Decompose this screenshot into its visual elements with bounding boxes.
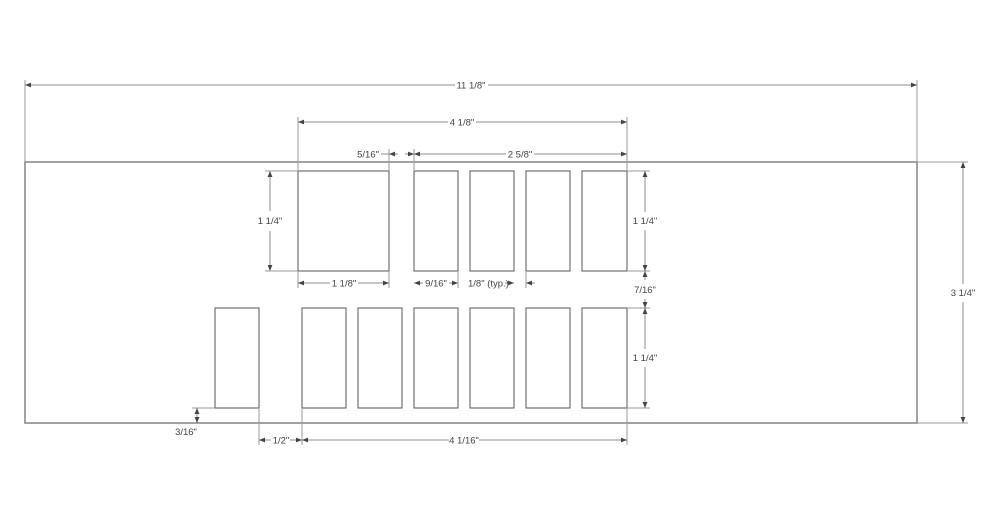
dim-gap-square-slots: 5/16" xyxy=(357,150,414,161)
svg-text:9/16": 9/16" xyxy=(425,279,447,290)
bottom-slot-1 xyxy=(301,307,347,409)
dim-slot-width: 9/16" xyxy=(414,279,458,290)
svg-text:1 1/4": 1 1/4" xyxy=(633,216,658,227)
dim-top-slots-width: 2 5/8" xyxy=(414,150,627,161)
svg-text:3/16": 3/16" xyxy=(175,427,197,438)
svg-text:7/16": 7/16" xyxy=(634,285,656,296)
bottom-slot-5 xyxy=(525,307,571,409)
svg-text:1/8" (typ.): 1/8" (typ.) xyxy=(468,279,509,290)
dim-top-group-width: 4 1/8" xyxy=(298,118,627,129)
dim-overall-height: 3 1/4" xyxy=(951,162,976,423)
svg-text:5/16": 5/16" xyxy=(357,150,379,161)
svg-text:1/2": 1/2" xyxy=(273,436,290,447)
bottom-slot-3 xyxy=(413,307,459,409)
plate-outline xyxy=(24,161,918,424)
dim-square-width: 1 1/8" xyxy=(298,279,389,290)
svg-text:4 1/16": 4 1/16" xyxy=(449,436,479,447)
svg-text:1 1/8": 1 1/8" xyxy=(332,279,357,290)
top-row-cutouts xyxy=(297,170,628,272)
large-square-cutout xyxy=(297,170,390,272)
bottom-slot-4 xyxy=(469,307,515,409)
svg-text:1 1/4": 1 1/4" xyxy=(258,216,283,227)
svg-text:4 1/8": 4 1/8" xyxy=(450,118,475,129)
bottom-slot-6 xyxy=(581,307,628,409)
dim-overall-width: 11 1/8" xyxy=(25,81,917,92)
dim-bottom-group-width: 4 1/16" xyxy=(302,436,627,447)
dim-bottom-edge-offset: 3/16" xyxy=(175,408,200,438)
svg-text:2 5/8": 2 5/8" xyxy=(508,150,533,161)
dim-square-height: 1 1/4" xyxy=(258,171,283,271)
svg-text:3 1/4": 3 1/4" xyxy=(951,288,976,299)
top-slot-4 xyxy=(581,170,628,272)
offset-slot xyxy=(214,307,260,409)
bottom-row-cutouts xyxy=(214,307,628,409)
extension-lines xyxy=(24,80,968,445)
top-slot-1 xyxy=(413,170,459,272)
top-slot-3 xyxy=(525,170,571,272)
svg-text:1 1/4": 1 1/4" xyxy=(633,353,658,364)
top-slot-2 xyxy=(469,170,515,272)
dim-top-slot-height: 1 1/4" xyxy=(633,171,658,271)
dim-offset-slot-gap: 1/2" xyxy=(259,436,302,447)
dim-slot-spacing: 1/8" (typ.) xyxy=(468,279,535,290)
dim-bottom-slot-height: 1 1/4" xyxy=(633,308,658,408)
dim-label-overall-width: 11 1/8" xyxy=(456,81,485,92)
dim-row-gap: 7/16" xyxy=(634,271,656,308)
bottom-slot-2 xyxy=(357,307,403,409)
